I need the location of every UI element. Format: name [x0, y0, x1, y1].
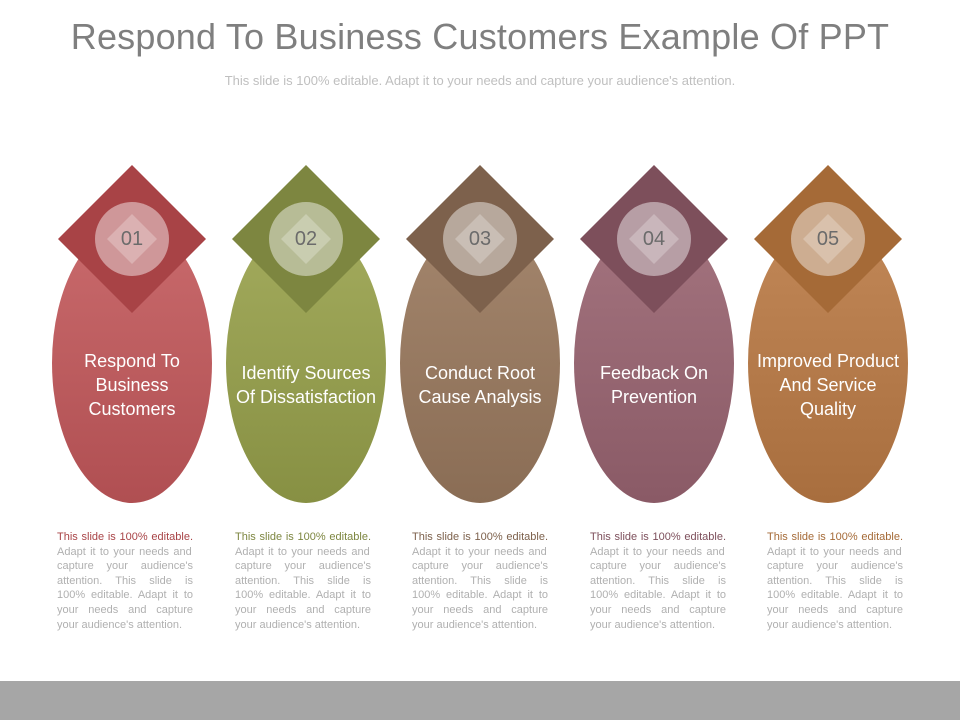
step-description-lead: This slide is 100% editable.: [235, 531, 371, 543]
step-oval-shape: [400, 223, 560, 503]
step-number: 05: [816, 228, 840, 250]
step-oval-shape: [226, 223, 386, 503]
step-number: 03: [468, 228, 492, 250]
step-inner-diamond: [107, 214, 157, 264]
step-diamond-shape: [232, 165, 380, 313]
step-number-circle: [617, 202, 691, 276]
step-oval-shape: [574, 223, 734, 503]
step-inner-diamond: [281, 214, 331, 264]
step-description-2: This slide is 100% editable. Adapt it to…: [235, 530, 371, 632]
step-number-circle: [269, 202, 343, 276]
step-inner-diamond: [803, 214, 853, 264]
step-oval-shape: [52, 223, 212, 503]
step-inner-diamond: [455, 214, 505, 264]
step-description-text: Adapt it to your needs and capture your …: [235, 545, 371, 631]
step-card-1: 01 Respond To Business Customers: [50, 150, 214, 510]
step-description-5: This slide is 100% editable. Adapt it to…: [767, 530, 903, 632]
step-label: Improved Product And Service Quality: [756, 351, 900, 419]
step-description-1: This slide is 100% editable. Adapt it to…: [57, 530, 193, 632]
step-card-5: 05 Improved Product And Service Quality: [746, 150, 910, 510]
footer-bar: [0, 681, 960, 720]
step-card-4: 04 Feedback On Prevention: [572, 150, 736, 510]
step-description-text: Adapt it to your needs and capture your …: [412, 545, 548, 631]
step-card-2: 02 Identify Sources Of Dissatisfaction: [224, 150, 388, 510]
step-diamond-shape: [406, 165, 554, 313]
slide-title: Respond To Business Customers Example Of…: [70, 16, 890, 57]
step-diamond-shape: [754, 165, 902, 313]
step-number: 02: [294, 228, 318, 250]
step-number-circle: [95, 202, 169, 276]
step-inner-diamond: [629, 214, 679, 264]
step-description-lead: This slide is 100% editable.: [412, 531, 548, 543]
step-graphic: [400, 165, 560, 503]
step-description-text: Adapt it to your needs and capture your …: [590, 545, 726, 631]
step-description-text: Adapt it to your needs and capture your …: [57, 545, 193, 631]
step-number: 04: [642, 228, 666, 250]
step-description-text: Adapt it to your needs and capture your …: [767, 545, 903, 631]
step-diamond-shape: [580, 165, 728, 313]
step-label: Respond To Business Customers: [84, 351, 180, 419]
step-description-lead: This slide is 100% editable.: [767, 531, 903, 543]
step-card-3: 03 Conduct Root Cause Analysis: [398, 150, 562, 510]
step-description-lead: This slide is 100% editable.: [590, 531, 726, 543]
step-graphic: [574, 165, 734, 503]
step-label: Conduct Root Cause Analysis: [418, 363, 542, 407]
step-graphic: [748, 165, 908, 503]
step-graphic: [226, 165, 386, 503]
step-description-lead: This slide is 100% editable.: [57, 531, 193, 543]
step-diamond-shape: [58, 165, 206, 313]
step-description-3: This slide is 100% editable. Adapt it to…: [412, 530, 548, 632]
step-label: Identify Sources Of Dissatisfaction: [235, 363, 377, 407]
step-graphic: [52, 165, 212, 503]
step-description-4: This slide is 100% editable. Adapt it to…: [590, 530, 726, 632]
slide-subtitle: This slide is 100% editable. Adapt it to…: [224, 73, 736, 88]
step-number-circle: [443, 202, 517, 276]
step-label: Feedback On Prevention: [599, 363, 709, 407]
step-oval-shape: [748, 223, 908, 503]
step-number-circle: [791, 202, 865, 276]
step-number: 01: [120, 228, 144, 250]
